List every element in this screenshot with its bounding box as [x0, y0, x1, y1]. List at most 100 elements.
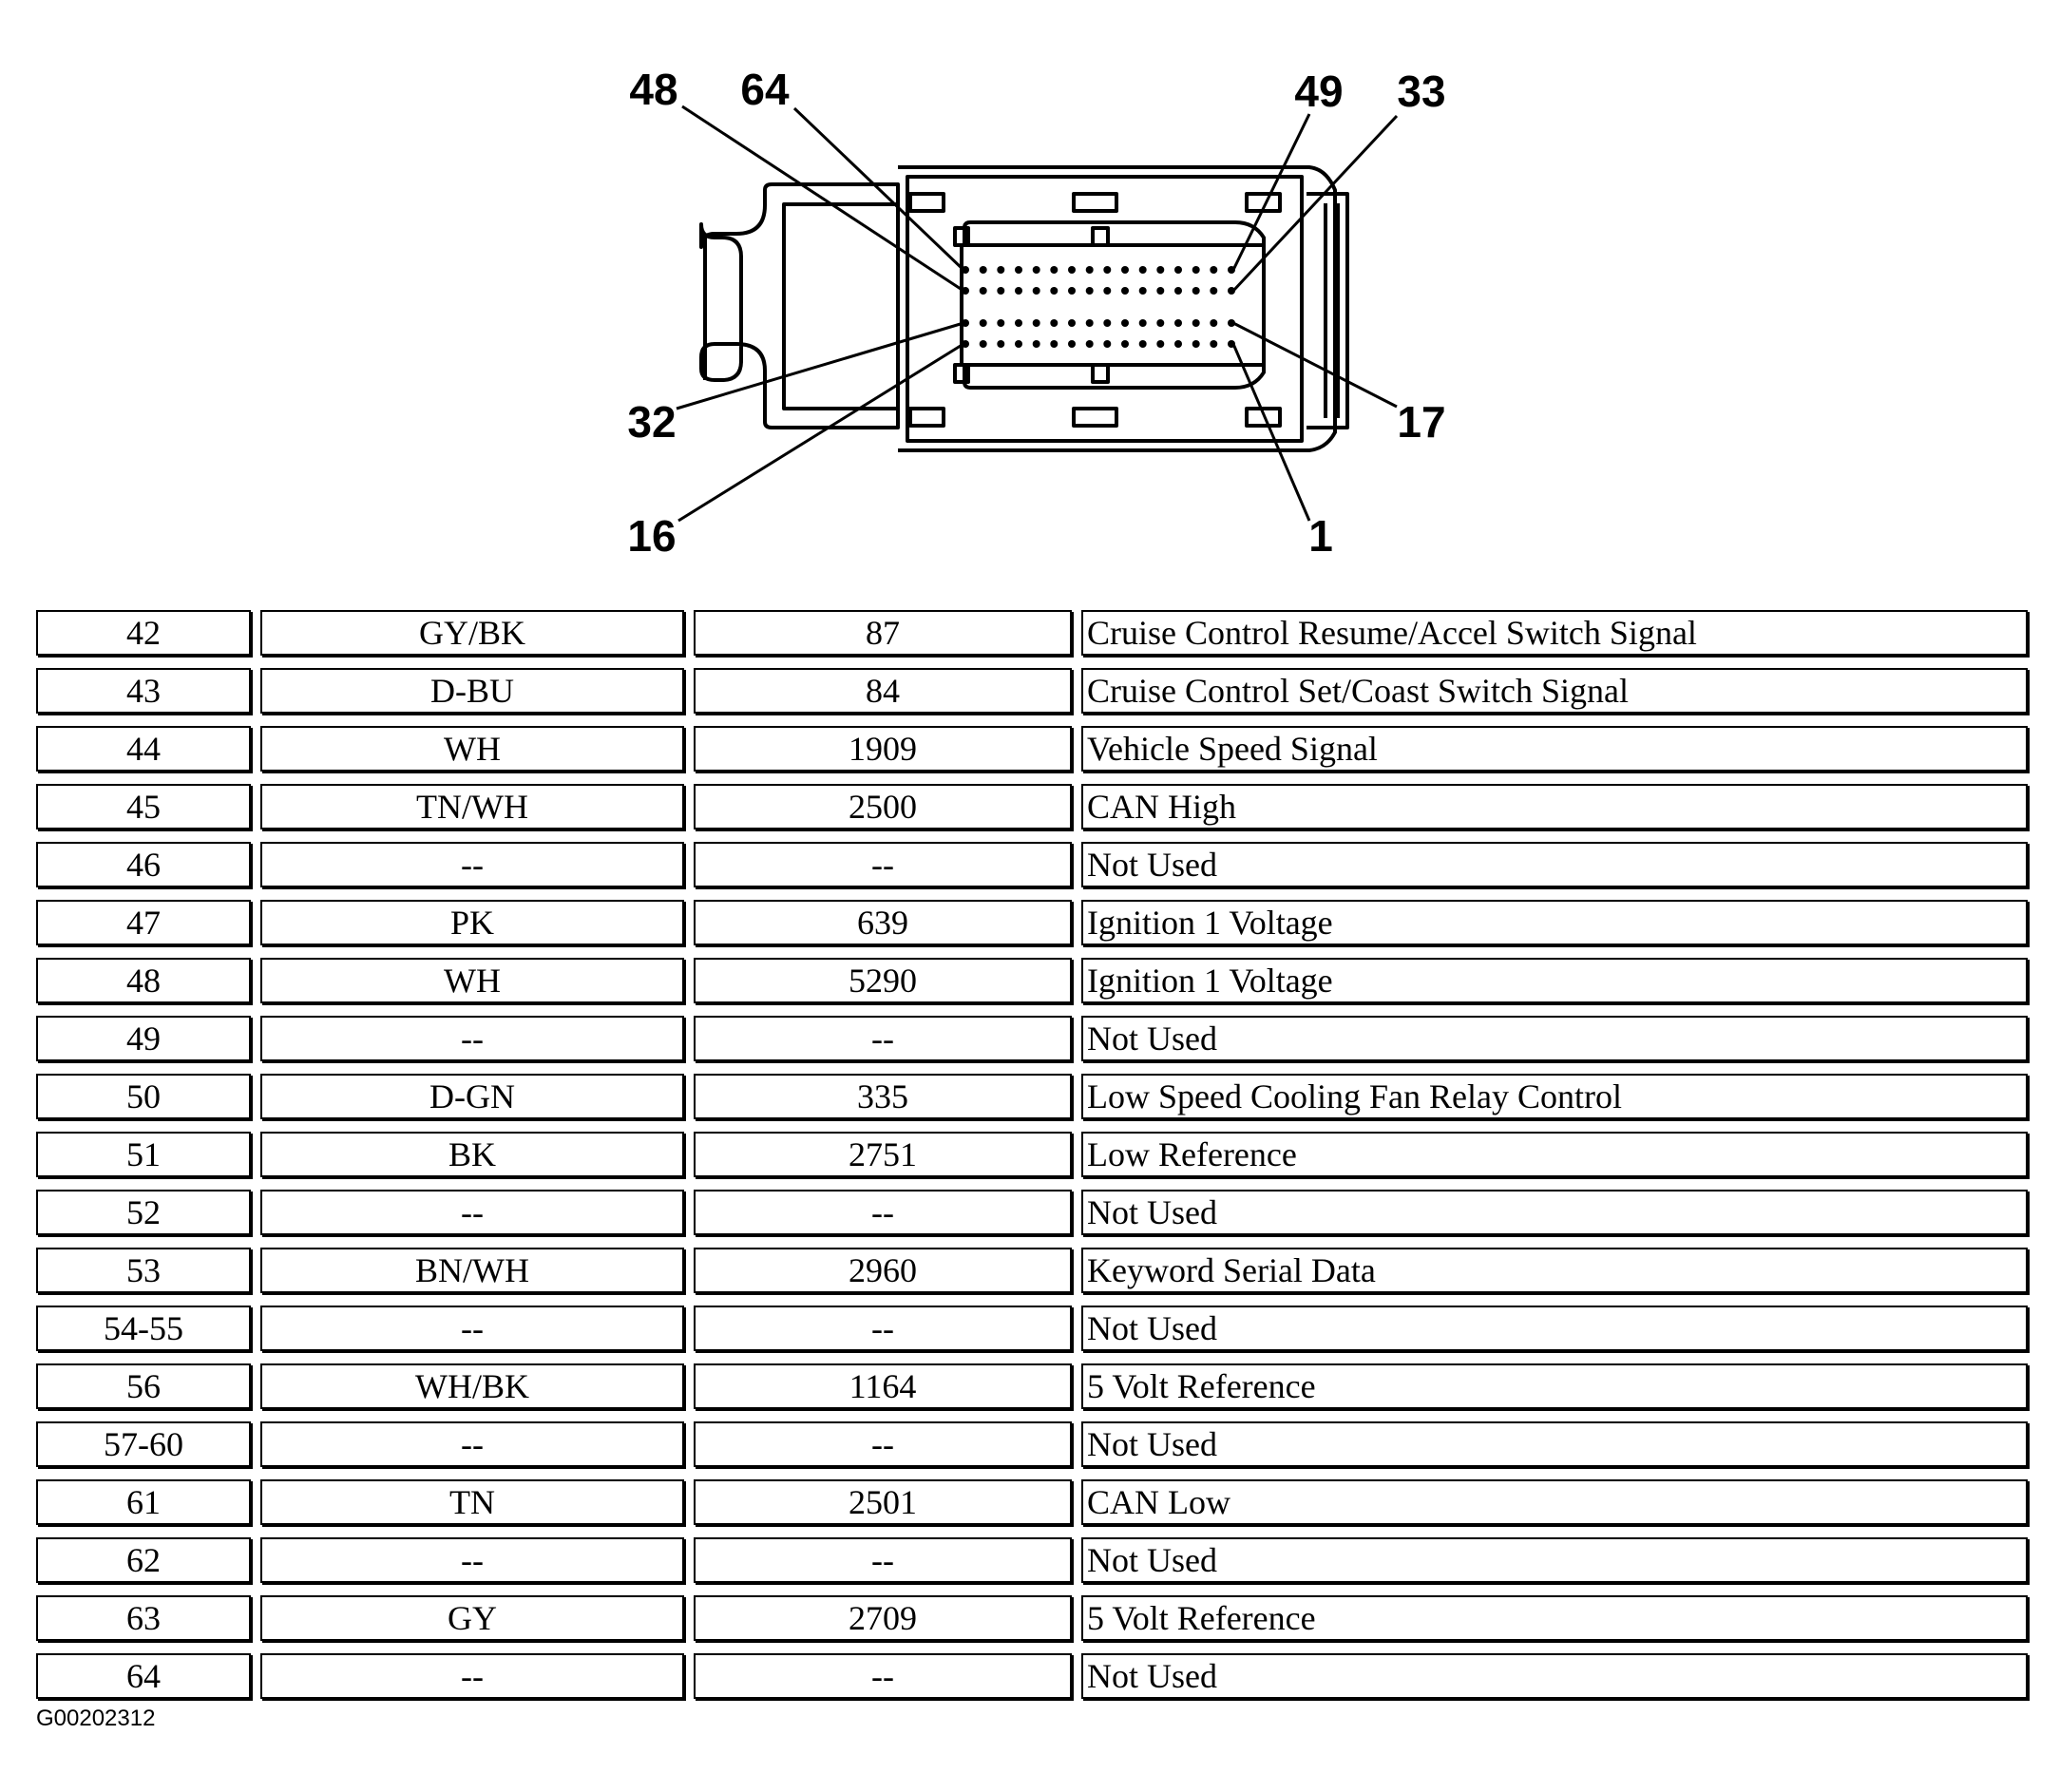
- pin-cell: 64: [36, 1653, 251, 1699]
- function-cell: 5 Volt Reference: [1081, 1363, 2028, 1409]
- wire-color-cell: --: [260, 842, 684, 887]
- pin-dot: [1103, 266, 1112, 274]
- pin-cell: 43: [36, 668, 251, 714]
- wire-color-cell: D-GN: [260, 1074, 684, 1119]
- function-cell: Not Used: [1081, 1190, 2028, 1235]
- pin-dot: [962, 319, 969, 327]
- pin-dot: [1210, 266, 1218, 274]
- circuit-cell: 335: [694, 1074, 1072, 1119]
- pin-dot: [1032, 319, 1040, 327]
- pin-dot: [1174, 340, 1182, 348]
- pin-dot: [1015, 266, 1022, 274]
- function-cell: Cruise Control Resume/Accel Switch Signa…: [1081, 610, 2028, 656]
- function-cell: 5 Volt Reference: [1081, 1595, 2028, 1641]
- pin-dot: [997, 319, 1005, 327]
- pin-dot: [1085, 340, 1094, 348]
- pin-dot: [1085, 287, 1094, 295]
- wire-color-cell: TN: [260, 1479, 684, 1525]
- pin-dot: [1156, 266, 1165, 274]
- pin-dot: [1174, 319, 1182, 327]
- pin-dot: [1032, 287, 1040, 295]
- circuit-cell: 87: [694, 610, 1072, 656]
- leader-line: [676, 321, 964, 410]
- pin-dot: [962, 340, 969, 348]
- function-cell: CAN Low: [1081, 1479, 2028, 1525]
- function-cell: Not Used: [1081, 1306, 2028, 1351]
- pin-dot: [1103, 340, 1112, 348]
- pin-cell: 56: [36, 1363, 251, 1409]
- leader-line: [1231, 343, 1311, 522]
- pin-cell: 54-55: [36, 1306, 251, 1351]
- wire-color-cell: --: [260, 1016, 684, 1061]
- table-row: 57-60----Not Used: [36, 1421, 2030, 1471]
- pin-dot: [1138, 287, 1147, 295]
- wire-color-cell: --: [260, 1537, 684, 1583]
- pin-dot: [1085, 266, 1094, 274]
- function-cell: Low Reference: [1081, 1132, 2028, 1177]
- pin-dot: [962, 287, 969, 295]
- pin-dot: [979, 340, 987, 348]
- pin-dot: [979, 319, 987, 327]
- pin-dot: [997, 266, 1005, 274]
- pin-dot: [1015, 287, 1022, 295]
- function-cell: Not Used: [1081, 842, 2028, 887]
- pin-cell: 61: [36, 1479, 251, 1525]
- wire-color-cell: WH: [260, 726, 684, 772]
- leader-line: [677, 342, 964, 523]
- leader-lines: [676, 105, 1399, 523]
- pin-label: 49: [1294, 67, 1343, 116]
- pin-cell: 42: [36, 610, 251, 656]
- pin-dot: [1210, 287, 1218, 295]
- function-cell: Not Used: [1081, 1016, 2028, 1061]
- wire-color-cell: D-BU: [260, 668, 684, 714]
- function-cell: Cruise Control Set/Coast Switch Signal: [1081, 668, 2028, 714]
- pin-dot: [1068, 287, 1076, 295]
- circuit-cell: 2500: [694, 784, 1072, 829]
- leader-line: [1231, 114, 1399, 293]
- pin-label: 33: [1397, 67, 1445, 116]
- pin-dot: [1050, 319, 1059, 327]
- leader-line: [1232, 321, 1398, 409]
- pin-dot: [1015, 319, 1022, 327]
- pin-label: 64: [740, 65, 790, 114]
- circuit-cell: --: [694, 1016, 1072, 1061]
- pin-dot: [1121, 266, 1129, 274]
- pin-cell: 49: [36, 1016, 251, 1061]
- wire-color-cell: WH: [260, 958, 684, 1003]
- function-cell: Ignition 1 Voltage: [1081, 958, 2028, 1003]
- circuit-cell: 84: [694, 668, 1072, 714]
- circuit-cell: 639: [694, 900, 1072, 945]
- table-row: 49----Not Used: [36, 1016, 2030, 1065]
- table-row: 52----Not Used: [36, 1190, 2030, 1239]
- function-cell: Ignition 1 Voltage: [1081, 900, 2028, 945]
- pin-label: 16: [627, 511, 676, 561]
- pin-dot: [1121, 340, 1129, 348]
- circuit-cell: 2501: [694, 1479, 1072, 1525]
- pin-cell: 57-60: [36, 1421, 251, 1467]
- pin-cell: 63: [36, 1595, 251, 1641]
- wire-color-cell: --: [260, 1306, 684, 1351]
- circuit-cell: 2751: [694, 1132, 1072, 1177]
- circuit-cell: --: [694, 842, 1072, 887]
- pin-cell: 47: [36, 900, 251, 945]
- circuit-cell: --: [694, 1653, 1072, 1699]
- circuit-cell: 1164: [694, 1363, 1072, 1409]
- function-cell: Not Used: [1081, 1653, 2028, 1699]
- pin-dot: [1015, 340, 1022, 348]
- pin-dot: [1121, 287, 1129, 295]
- pin-dot: [1192, 287, 1200, 295]
- circuit-cell: --: [694, 1190, 1072, 1235]
- pin-dot: [1156, 287, 1165, 295]
